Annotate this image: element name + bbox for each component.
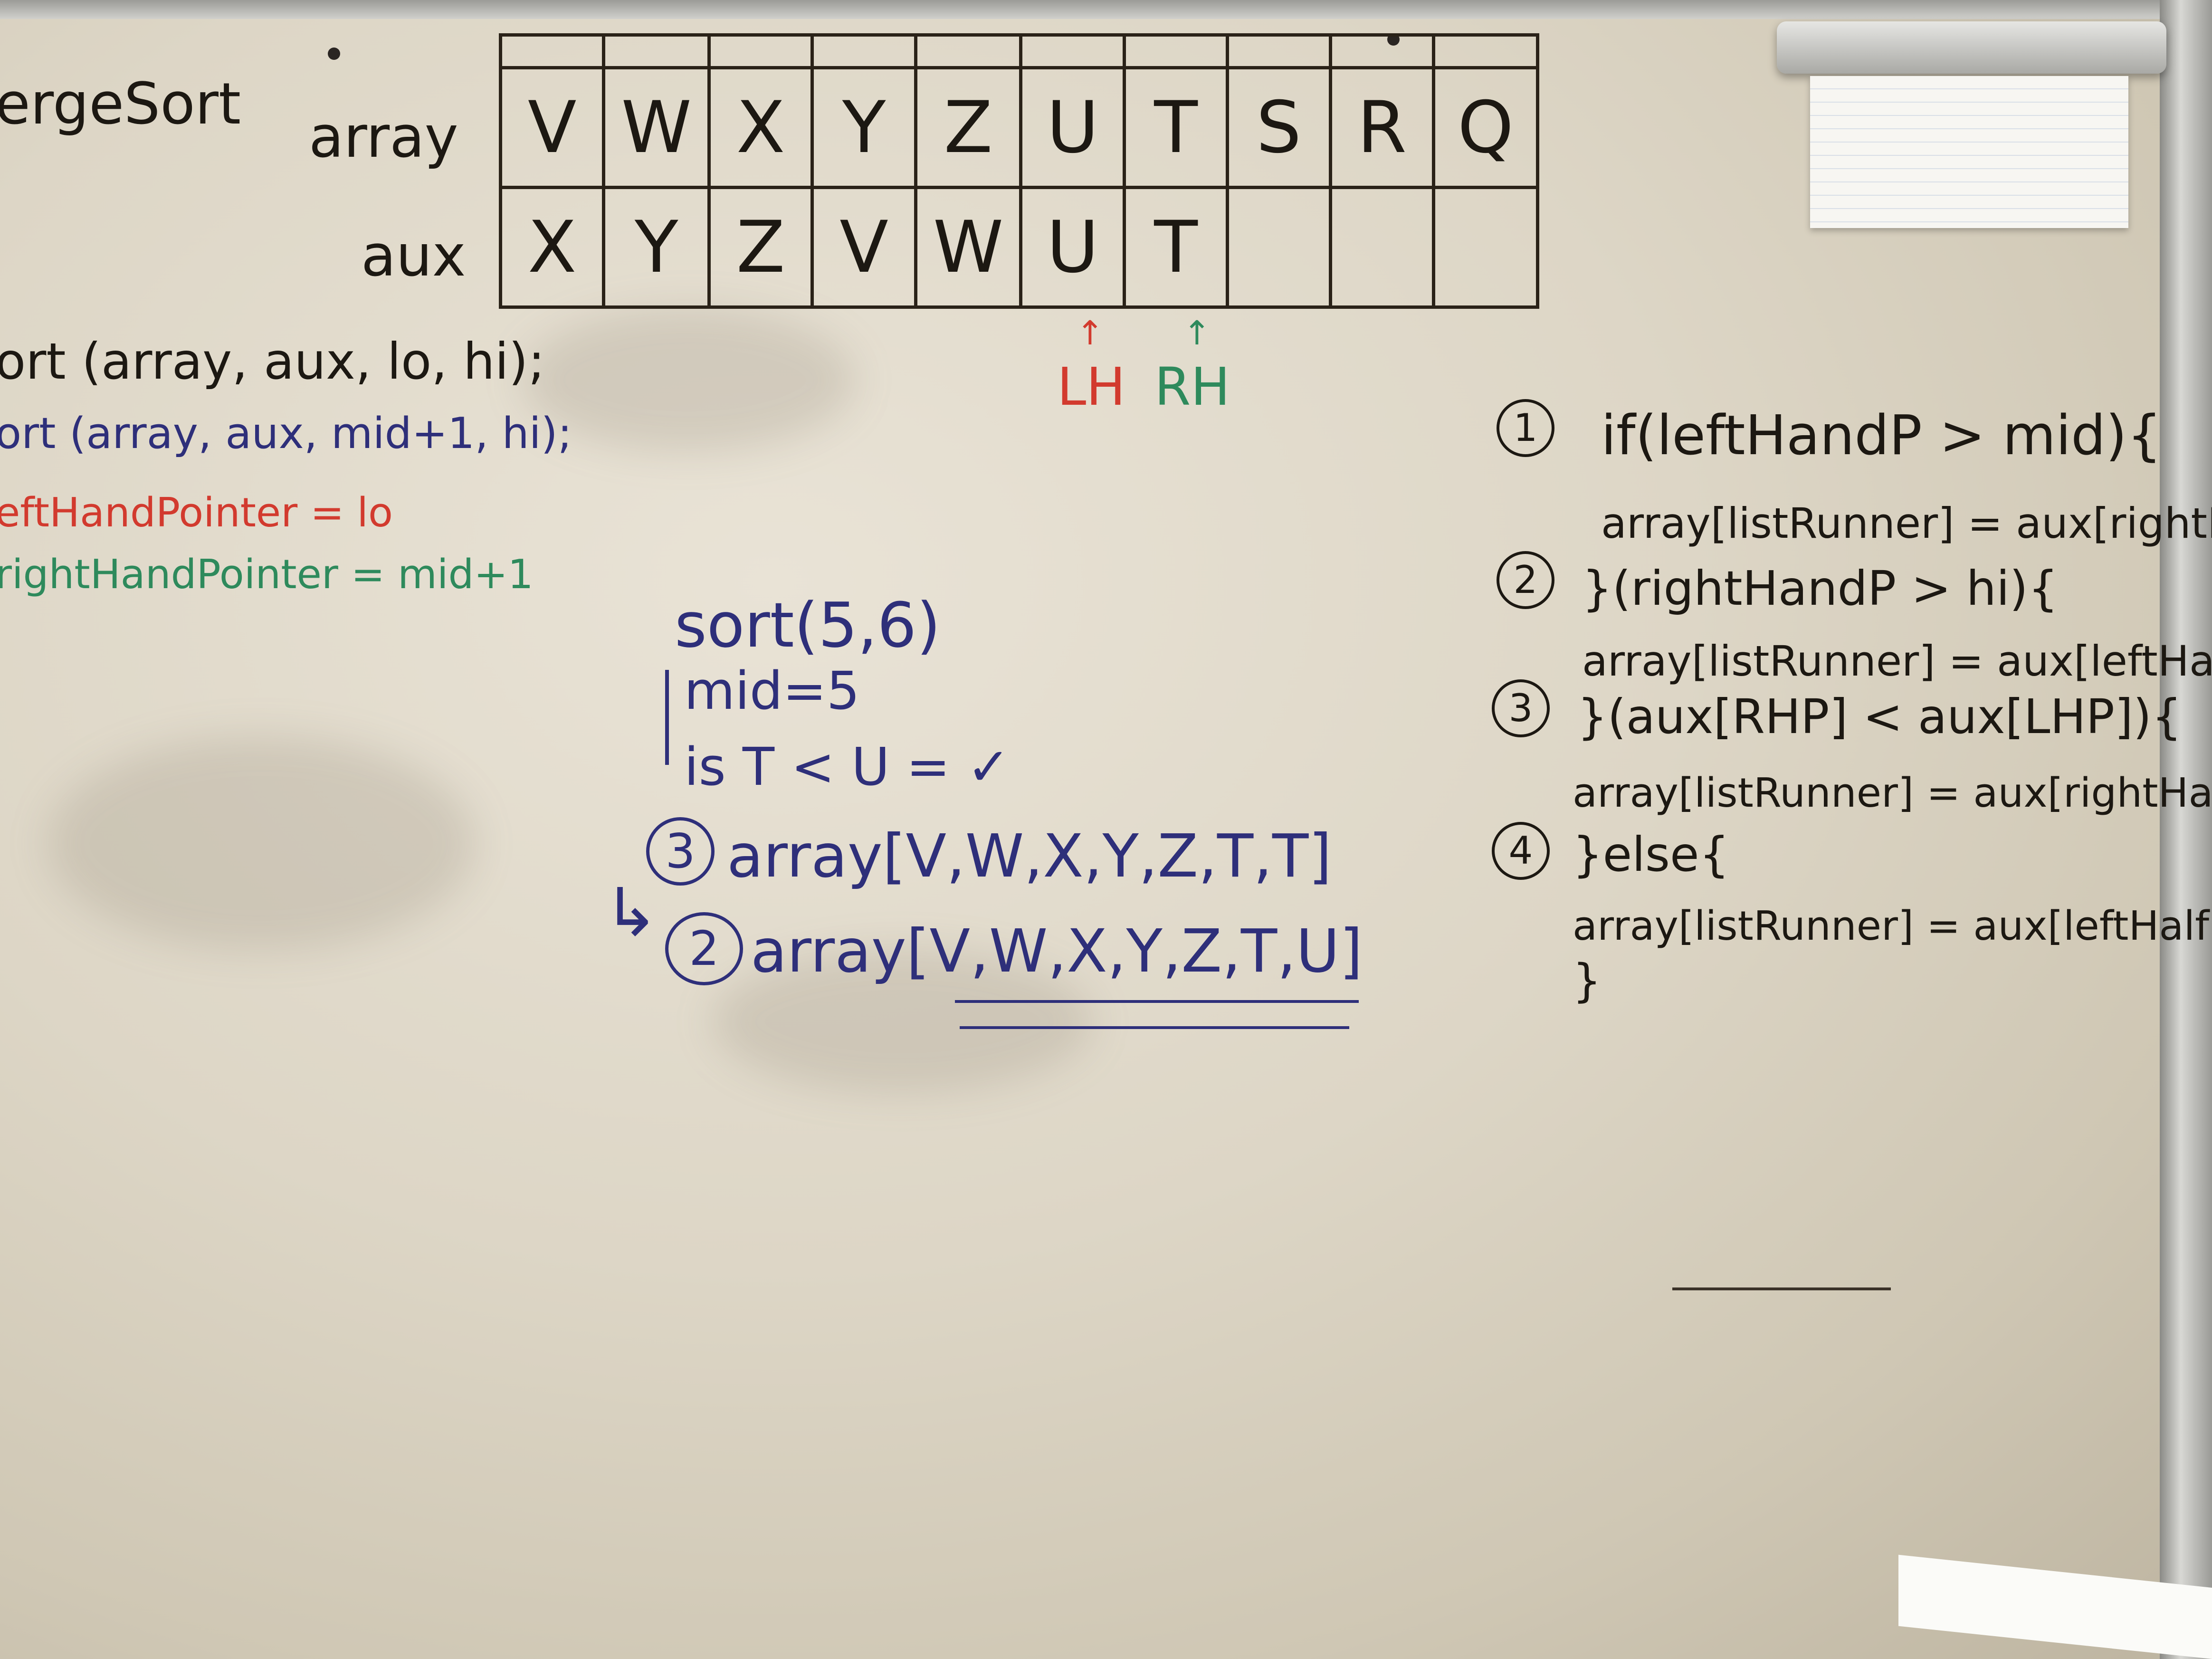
aux-cell: X [498, 186, 606, 309]
rule-body: array[listRunner] = aux[rightHalfP++] [1573, 770, 2212, 817]
array-cell: U [1019, 66, 1126, 189]
aux-cell [1225, 186, 1332, 309]
aux-cell [1432, 186, 1539, 309]
aux-cell: V [810, 186, 917, 309]
pointer-left-label: LH [1057, 356, 1125, 417]
aux-cell [1328, 186, 1436, 309]
aux-cell: Z [707, 186, 814, 309]
rule-line: if(leftHandP > mid){ [1601, 404, 2162, 467]
stray-mark [1672, 1287, 1891, 1290]
array-cell: R [1328, 66, 1436, 189]
trace-call: sort(5,6) [675, 589, 941, 661]
array-cell: Y [810, 66, 917, 189]
array-cell: T [1123, 66, 1229, 189]
rule-close: } [1573, 955, 1602, 1007]
code-line: rightHandPointer = mid+1 [0, 551, 534, 598]
step-number-circle: 1 [1497, 399, 1554, 457]
aux-row: X Y Z V W U T [498, 186, 1539, 309]
title-fragment: ergeSort [0, 71, 241, 137]
curved-arrow-icon: ↳ [603, 874, 659, 952]
aux-cell: U [1019, 186, 1126, 309]
rule-body: array[listRunner] = aux[leftHalfP++] [1573, 903, 2212, 950]
step-number-circle: 2 [665, 912, 743, 985]
pinned-note-card [1810, 76, 2128, 228]
rule-line: }(aux[RHP] < aux[LHP]){ [1577, 689, 2182, 744]
rule-line: }(rightHandP > hi){ [1582, 561, 2059, 616]
code-line: eftHandPointer = lo [0, 489, 393, 536]
step-number-circle: 4 [1492, 822, 1550, 880]
trace-step2: array[V,W,X,Y,Z,T,U] [751, 917, 1363, 986]
underline [955, 1000, 1359, 1003]
array-cell: S [1225, 66, 1332, 189]
aux-cell: Y [602, 186, 711, 309]
board-frame-top [0, 0, 2212, 19]
aux-row-label: aux [361, 223, 466, 289]
step-number-circle: 3 [646, 817, 715, 886]
step-number-circle: 3 [1492, 679, 1550, 737]
array-cell: W [602, 66, 711, 189]
underline [960, 1026, 1349, 1029]
step-number-circle: 2 [1497, 551, 1554, 609]
array-table: V W X Y Z U T S R Q X Y Z V W U T [498, 33, 1539, 309]
arrow-up-icon: ↑ [1076, 314, 1104, 353]
code-line: ort (array, aux, lo, hi); [0, 333, 545, 391]
pointer-right-label: RH [1154, 356, 1230, 417]
trace-step3: array[V,W,X,Y,Z,T,T] [727, 822, 1332, 891]
array-cell: X [707, 66, 814, 189]
aux-cell: T [1123, 186, 1229, 309]
pushpin-icon [328, 48, 340, 60]
array-row-label: array [309, 105, 458, 171]
array-cell: V [498, 66, 606, 189]
aux-cell: W [914, 186, 1023, 309]
trace-mid: mid=5 [684, 660, 860, 721]
array-cell: Q [1432, 66, 1539, 189]
array-row: V W X Y Z U T S R Q [498, 66, 1539, 189]
board-frame-right [2160, 0, 2212, 1659]
arrow-up-icon: ↑ [1183, 314, 1211, 353]
trace-bracket [665, 670, 674, 765]
rule-body: array[listRunner] = aux[leftHalfP++] [1582, 637, 2212, 686]
array-cell: Z [914, 66, 1023, 189]
rule-line: }else{ [1573, 827, 1730, 882]
note-clip [1777, 21, 2166, 74]
rule-body: array[listRunner] = aux[rightHalfP++] [1601, 499, 2212, 548]
trace-check: is T < U = ✓ [684, 736, 1011, 797]
code-line: ort (array, aux, mid+1, hi); [0, 409, 572, 458]
